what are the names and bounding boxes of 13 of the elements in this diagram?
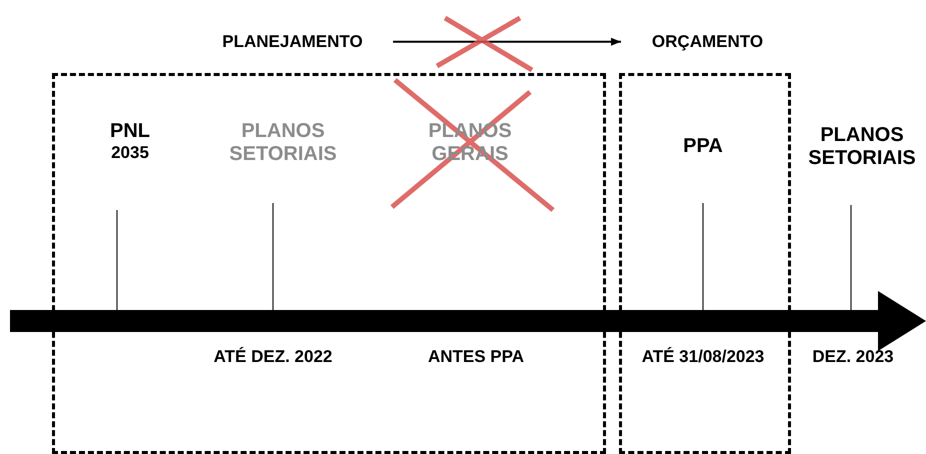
- date-label: ANTES PPA: [426, 347, 526, 368]
- date-label: ATÉ 31/08/2023: [640, 347, 766, 368]
- timeline-label: ORÇAMENTO: [625, 32, 790, 52]
- timeline-label: PPA: [653, 135, 753, 158]
- arrow: [393, 38, 621, 46]
- dashed-group-box: [52, 73, 606, 454]
- timeline-label: PLANOS SETORIAIS: [205, 120, 361, 166]
- timeline-label: PLANEJAMENTO: [200, 32, 385, 52]
- timeline-label: PLANOS SETORIAIS: [800, 124, 924, 170]
- timeline-label: PNL 2035: [70, 120, 190, 163]
- dashed-group-box: [619, 73, 791, 454]
- date-label: ATÉ DEZ. 2022: [212, 347, 334, 368]
- date-label: DEZ. 2023: [811, 347, 895, 368]
